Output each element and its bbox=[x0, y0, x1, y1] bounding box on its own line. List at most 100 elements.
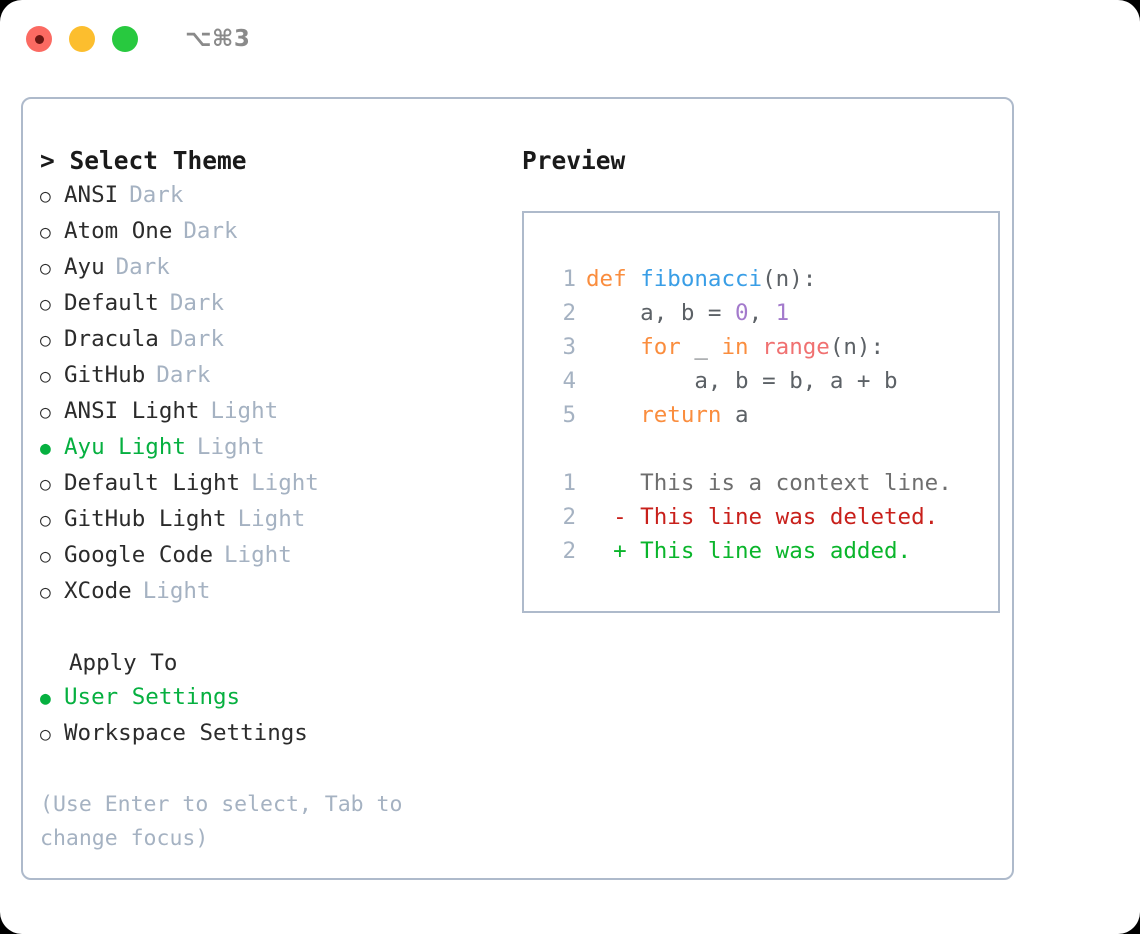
apply-to-option-user-settings[interactable]: ● User Settings bbox=[40, 680, 510, 716]
diff-line-add: 2 + This line was added. bbox=[548, 534, 998, 568]
radio-unselected-icon: ○ bbox=[40, 402, 51, 423]
apply-to-option-label: Workspace Settings bbox=[64, 720, 308, 746]
code-token-punct: (n): bbox=[762, 266, 817, 292]
code-token-plain: _ bbox=[680, 334, 722, 360]
code-token-num: 0 bbox=[735, 300, 749, 326]
code-line: 5 return a bbox=[548, 398, 998, 432]
code-token-plain bbox=[586, 334, 640, 360]
radio-unselected-icon: ○ bbox=[40, 474, 51, 495]
theme-option-github[interactable]: ○ GitHub Dark bbox=[40, 358, 510, 394]
diff-line-ctx: 1 This is a context line. bbox=[548, 466, 998, 500]
code-line: 2 a, b = 0, 1 bbox=[548, 296, 998, 330]
code-line: 4 a, b = b, a + b bbox=[548, 364, 998, 398]
radio-unselected-icon: ○ bbox=[40, 546, 51, 567]
radio-unselected-icon: ○ bbox=[40, 294, 51, 315]
theme-option-label: GitHub Light bbox=[64, 506, 227, 532]
code-token-kw: for bbox=[640, 334, 681, 360]
code-line-number: 2 bbox=[562, 300, 576, 326]
diff-line-text: + This line was added. bbox=[586, 538, 912, 564]
code-line-text: for _ in range(n): bbox=[586, 330, 884, 364]
code-line-text: def fibonacci(n): bbox=[586, 262, 816, 296]
theme-option-google-code[interactable]: ○ Google Code Light bbox=[40, 538, 510, 574]
code-token-builtin: range bbox=[762, 334, 830, 360]
theme-option-label: XCode bbox=[64, 578, 132, 604]
apply-to-option-label: User Settings bbox=[64, 684, 241, 710]
theme-variant-tag: Light bbox=[196, 434, 265, 460]
radio-unselected-icon: ○ bbox=[40, 186, 51, 207]
title-bar: ⌥⌘3 bbox=[0, 0, 1140, 78]
theme-variant-tag: Dark bbox=[183, 218, 238, 244]
theme-option-label: GitHub bbox=[64, 362, 146, 388]
theme-variant-tag: Dark bbox=[129, 182, 184, 208]
theme-option-label: Atom One bbox=[64, 218, 173, 244]
theme-variant-tag: Dark bbox=[115, 254, 170, 280]
theme-variant-tag: Light bbox=[237, 506, 306, 532]
apply-to-heading: Apply To bbox=[69, 650, 178, 676]
diff-sample: 1 This is a context line.2 - This line w… bbox=[548, 466, 998, 568]
code-token-plain: , bbox=[748, 300, 776, 326]
radio-unselected-icon: ○ bbox=[40, 724, 51, 745]
theme-option-atom-one[interactable]: ○ Atom One Dark bbox=[40, 214, 510, 250]
theme-variant-tag: Dark bbox=[169, 290, 225, 316]
shortcut-label: ⌥⌘3 bbox=[185, 26, 251, 52]
theme-option-label: Default Light bbox=[64, 470, 241, 496]
radio-unselected-icon: ○ bbox=[40, 582, 51, 603]
theme-variant-tag: Dark bbox=[156, 362, 211, 388]
theme-option-label: Dracula bbox=[64, 326, 159, 352]
code-token-plain: a, b = bbox=[586, 300, 736, 326]
code-token-num: 1 bbox=[775, 300, 790, 326]
page-title: > Select Theme bbox=[40, 146, 247, 175]
code-line: 3 for _ in range(n): bbox=[548, 330, 998, 364]
theme-option-label: ANSI bbox=[64, 182, 119, 208]
diff-line-number: 1 bbox=[562, 470, 576, 496]
maximize-button-icon[interactable] bbox=[112, 26, 138, 52]
code-token-plain: a, b = b, a + b bbox=[586, 368, 898, 394]
apply-to-option-workspace-settings[interactable]: ○ Workspace Settings bbox=[40, 716, 510, 752]
code-token-kw: def bbox=[586, 266, 641, 292]
code-line-text: a, b = b, a + b bbox=[586, 364, 898, 398]
radio-selected-icon: ● bbox=[40, 688, 51, 709]
minimize-button-icon[interactable] bbox=[69, 26, 95, 52]
traffic-light-group bbox=[26, 26, 138, 52]
code-line: 1 def fibonacci(n): bbox=[548, 262, 998, 296]
preview-title: Preview bbox=[522, 146, 626, 175]
radio-unselected-icon: ○ bbox=[40, 330, 51, 351]
code-line-number: 1 bbox=[562, 266, 576, 292]
code-spacer bbox=[548, 432, 998, 466]
keyboard-hint: (Use Enter to select, Tab to change focu… bbox=[40, 792, 416, 851]
theme-option-label: Google Code bbox=[64, 542, 214, 568]
theme-variant-tag: Light bbox=[224, 542, 292, 568]
radio-unselected-icon: ○ bbox=[40, 222, 51, 243]
close-button-icon[interactable] bbox=[26, 26, 52, 52]
code-token-kw: in bbox=[721, 334, 749, 360]
radio-unselected-icon: ○ bbox=[40, 258, 51, 279]
code-line-number: 4 bbox=[562, 368, 576, 394]
theme-option-ansi[interactable]: ○ ANSI Dark bbox=[40, 178, 510, 214]
code-token-plain bbox=[749, 334, 763, 360]
diff-line-text: This is a context line. bbox=[586, 470, 952, 496]
code-token-plain: a bbox=[721, 402, 749, 428]
code-token-fn: fibonacci bbox=[640, 266, 763, 292]
code-token-punct: (n): bbox=[829, 334, 885, 360]
theme-option-default-light[interactable]: ○ Default Light Light bbox=[40, 466, 510, 502]
radio-selected-icon: ● bbox=[40, 438, 51, 459]
code-token-kw: return bbox=[640, 402, 722, 428]
diff-line-del: 2 - This line was deleted. bbox=[548, 500, 998, 534]
theme-variant-tag: Light bbox=[251, 470, 319, 496]
radio-unselected-icon: ○ bbox=[40, 366, 51, 387]
apply-to-option-list[interactable]: ● User Settings ○ Workspace Settings bbox=[40, 680, 510, 752]
